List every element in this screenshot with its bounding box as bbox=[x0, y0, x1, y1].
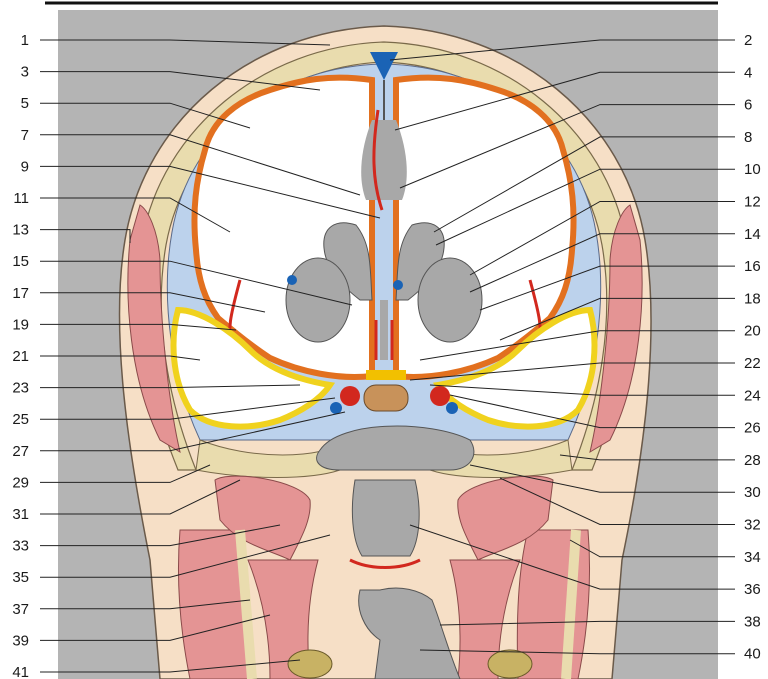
label-left-5: 5 bbox=[21, 95, 29, 112]
tooth-right bbox=[488, 650, 532, 678]
cingulate-region bbox=[361, 120, 407, 200]
label-right-36: 36 bbox=[744, 581, 761, 598]
vein-right bbox=[446, 402, 458, 414]
label-right-20: 20 bbox=[744, 323, 761, 340]
label-left-29: 29 bbox=[12, 474, 29, 491]
vessel-dot-right bbox=[393, 280, 403, 290]
label-right-6: 6 bbox=[744, 97, 752, 114]
label-left-41: 41 bbox=[12, 664, 29, 679]
label-right-38: 38 bbox=[744, 613, 761, 630]
label-left-19: 19 bbox=[12, 316, 29, 333]
lentiform-nucleus-right bbox=[418, 258, 482, 342]
label-right-26: 26 bbox=[744, 420, 761, 437]
vein-left bbox=[330, 402, 342, 414]
third-ventricle bbox=[380, 300, 388, 360]
label-right-28: 28 bbox=[744, 452, 761, 469]
label-right-4: 4 bbox=[744, 64, 752, 81]
label-right-18: 18 bbox=[744, 290, 761, 307]
tooth-left bbox=[288, 650, 332, 678]
label-left-33: 33 bbox=[12, 538, 29, 555]
label-right-34: 34 bbox=[744, 549, 761, 566]
label-left-11: 11 bbox=[13, 190, 29, 207]
label-left-35: 35 bbox=[12, 569, 29, 586]
label-left-13: 13 bbox=[12, 222, 29, 239]
lentiform-nucleus-left bbox=[286, 258, 350, 342]
label-left-39: 39 bbox=[12, 632, 29, 649]
label-right-32: 32 bbox=[744, 517, 761, 534]
label-left-23: 23 bbox=[12, 380, 29, 397]
label-left-3: 3 bbox=[21, 64, 29, 81]
label-left-15: 15 bbox=[12, 253, 29, 270]
nerves-top bbox=[366, 370, 406, 380]
label-right-8: 8 bbox=[744, 129, 752, 146]
carotid-right bbox=[430, 386, 450, 406]
label-right-10: 10 bbox=[744, 161, 761, 178]
label-left-21: 21 bbox=[12, 348, 29, 365]
label-right-24: 24 bbox=[744, 387, 761, 404]
label-right-22: 22 bbox=[744, 355, 761, 372]
label-left-1: 1 bbox=[21, 32, 29, 49]
pons bbox=[364, 385, 408, 411]
label-left-37: 37 bbox=[12, 601, 29, 618]
label-left-25: 25 bbox=[12, 411, 29, 428]
label-left-9: 9 bbox=[21, 158, 29, 175]
label-left-31: 31 bbox=[12, 506, 29, 523]
label-right-2: 2 bbox=[744, 32, 752, 49]
carotid-left bbox=[340, 386, 360, 406]
label-right-30: 30 bbox=[744, 484, 761, 501]
label-right-16: 16 bbox=[744, 258, 761, 275]
label-left-7: 7 bbox=[21, 127, 29, 144]
label-right-12: 12 bbox=[744, 194, 761, 211]
label-left-27: 27 bbox=[12, 443, 29, 460]
nasal-septum-area bbox=[352, 480, 419, 556]
label-right-14: 14 bbox=[744, 226, 761, 243]
label-right-40: 40 bbox=[744, 646, 761, 663]
label-left-17: 17 bbox=[12, 285, 29, 302]
vessel-dot-left bbox=[287, 275, 297, 285]
